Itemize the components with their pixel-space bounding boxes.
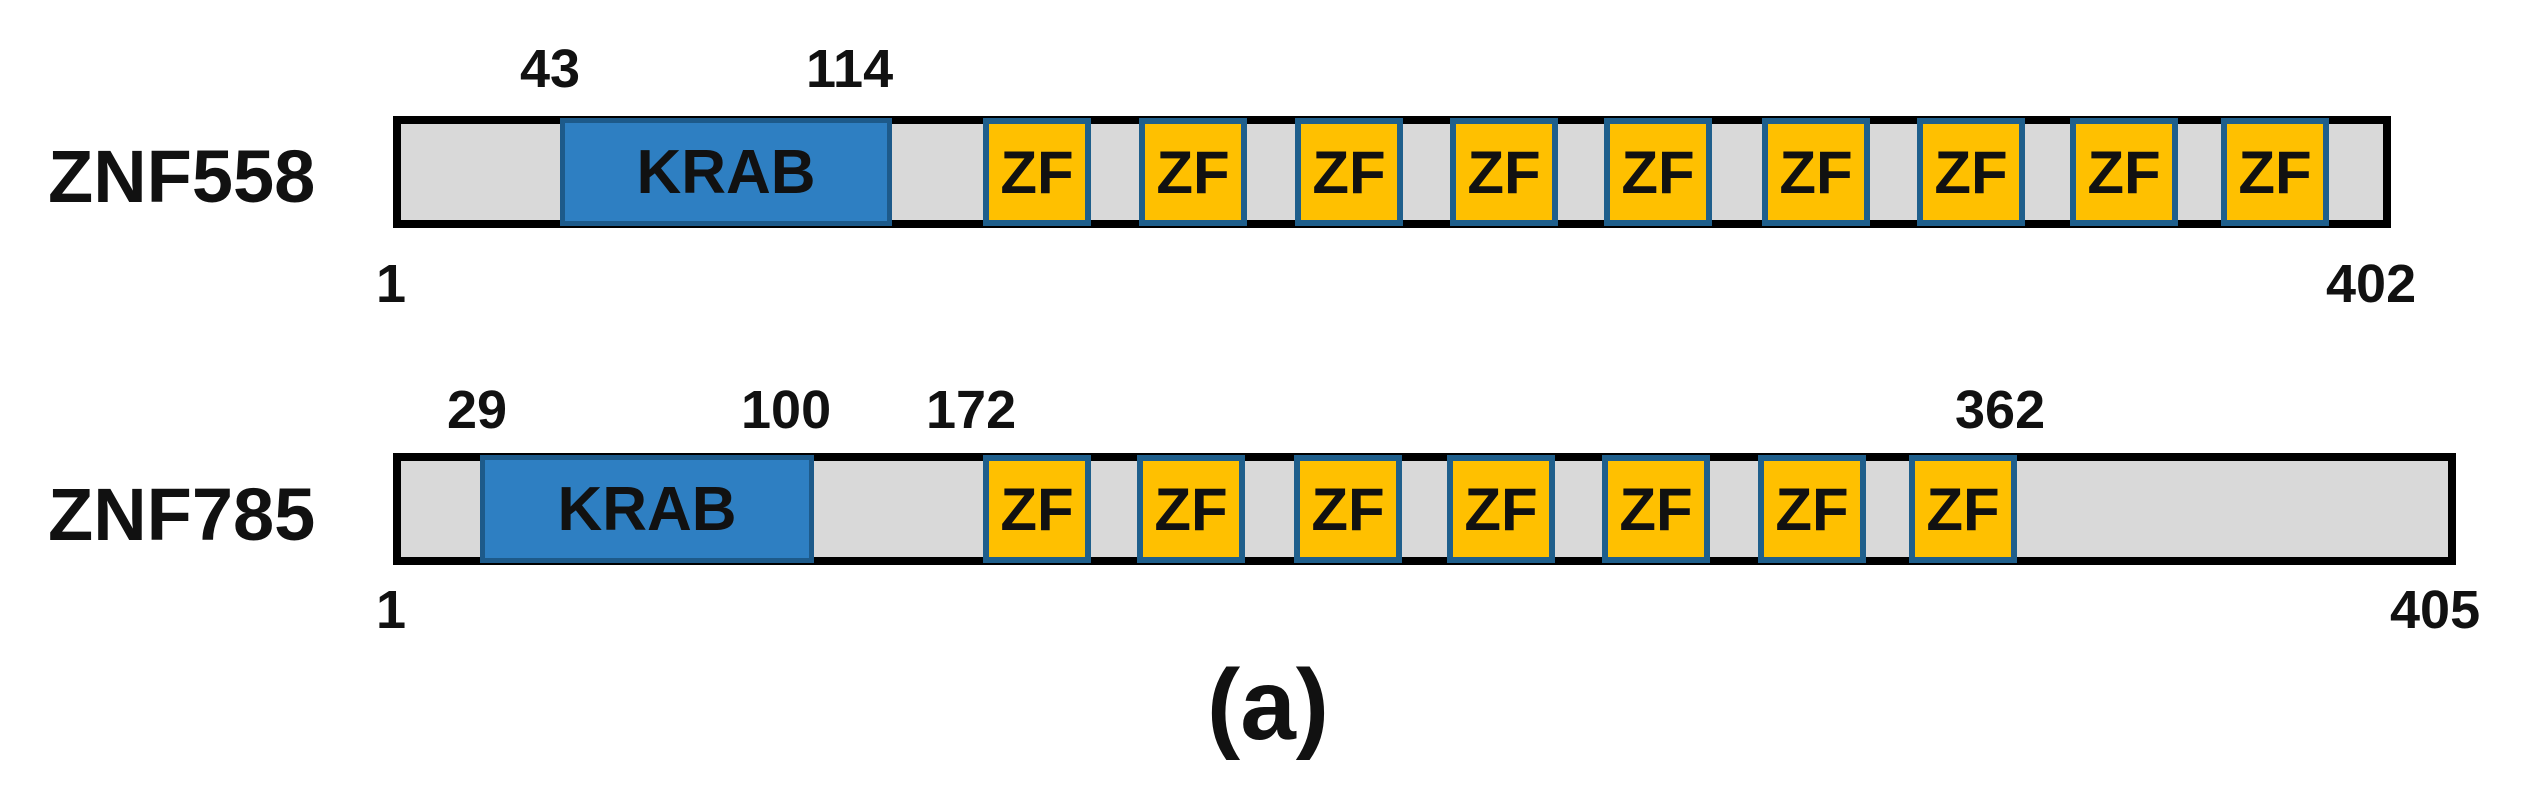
krab-domain: KRAB xyxy=(560,118,892,226)
position-label: 100 xyxy=(741,380,832,440)
protein-znf785: ZNF785 29 100 172 362 KRAB 1 405 ZF ZF ZF Z… xyxy=(0,340,2536,680)
zinc-finger-domain: ZF xyxy=(1450,118,1558,226)
zinc-finger-domain: ZF xyxy=(1604,118,1712,226)
start-position-label: 1 xyxy=(376,580,407,640)
zinc-finger-domain: ZF xyxy=(1137,455,1245,563)
zinc-finger-domain: ZF xyxy=(1758,455,1866,563)
zinc-finger-domain: ZF xyxy=(1917,118,2025,226)
zinc-finger-domain: ZF xyxy=(2221,118,2329,226)
position-label: 362 xyxy=(1955,380,2046,440)
protein-name: ZNF785 xyxy=(48,473,316,556)
position-label: 29 xyxy=(447,380,508,440)
protein-name: ZNF558 xyxy=(48,135,316,218)
panel-label: (a) xyxy=(1206,649,1330,761)
krab-domain: KRAB xyxy=(480,455,814,563)
zinc-finger-domain: ZF xyxy=(1762,118,1870,226)
end-position-label: 402 xyxy=(2326,254,2417,314)
end-position-label: 405 xyxy=(2390,580,2481,640)
start-position-label: 1 xyxy=(376,254,407,314)
position-label: 172 xyxy=(926,380,1017,440)
zinc-finger-domain: ZF xyxy=(1602,455,1710,563)
zinc-finger-domain: ZF xyxy=(1294,455,1402,563)
zinc-finger-domain: ZF xyxy=(1139,118,1247,226)
zinc-finger-domain: ZF xyxy=(2070,118,2178,226)
zinc-finger-domain: ZF xyxy=(1295,118,1403,226)
zinc-finger-domain: ZF xyxy=(1909,455,2017,563)
zinc-finger-domain: ZF xyxy=(983,455,1091,563)
protein-znf558: ZNF558 43 114 KRAB 1 402 ZF ZF ZF ZF ZF ZF ZF Z… xyxy=(0,0,2536,340)
zinc-finger-domain: ZF xyxy=(983,118,1091,226)
zinc-finger-domain: ZF xyxy=(1447,455,1555,563)
position-label: 114 xyxy=(806,39,894,99)
position-label: 43 xyxy=(520,39,581,99)
